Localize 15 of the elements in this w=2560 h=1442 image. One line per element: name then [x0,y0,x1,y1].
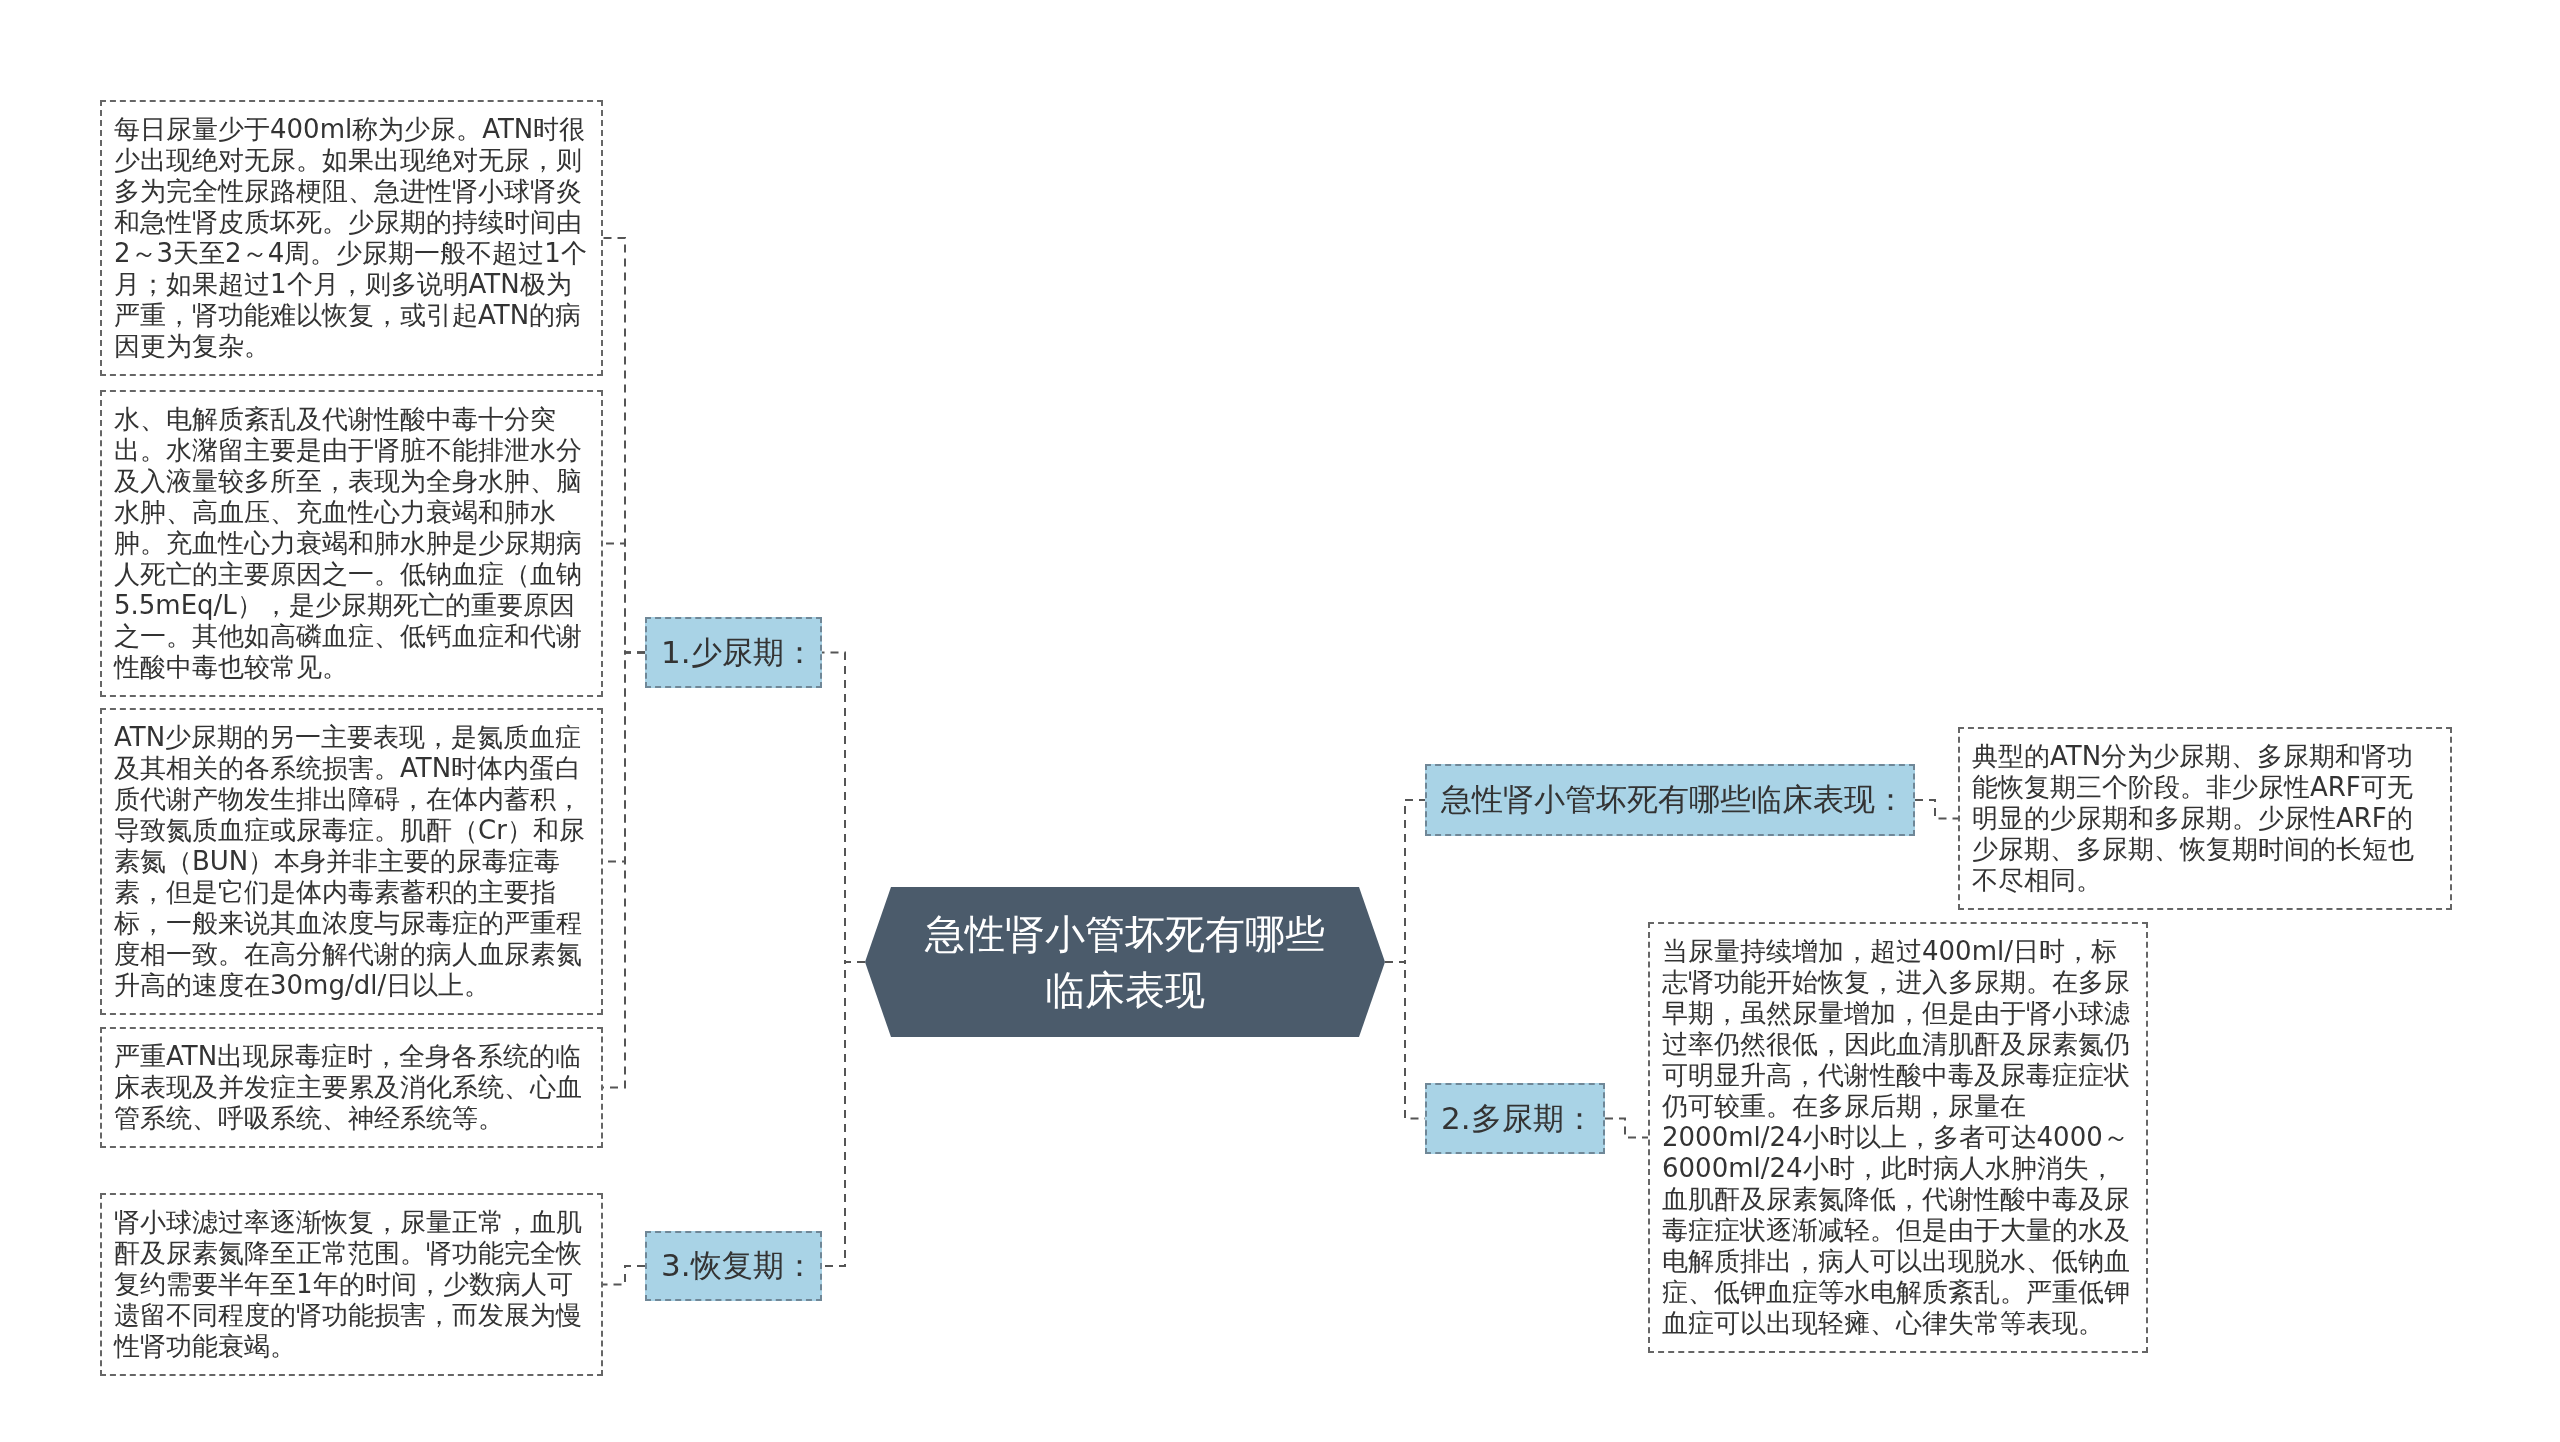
note-box: 每日尿量少于400ml称为少尿。ATN时很少出现绝对无尿。如果出现绝对无尿，则多为完全性尿路梗阻、急进性肾小球肾炎和急性肾皮质坏死。少尿期的持续时间由2～3天至2～4周。少尿期一般不超过1个月；如果超过1个月，则多说明ATN极为严重，肾功能难以恢复，或引起ATN的病因更为复杂。 [100,100,603,376]
connector-line [1604,1117,1649,1139]
topic-box: 急性肾小管坏死有哪些临床表现： [1425,764,1915,836]
connector-line [1914,799,1959,820]
note-box: 典型的ATN分为少尿期、多尿期和肾功能恢复期三个阶段。非少尿性ARF可无明显的少尿期和多尿期。少尿性ARF的少尿期、多尿期、恢复期时间的长短也不尽相同。 [1958,727,2452,910]
topic-box: 3.恢复期： [645,1231,822,1301]
note-box: 严重ATN出现尿毒症时，全身各系统的临床表现及并发症主要累及消化系统、心血管系统、呼吸系统、神经系统等。 [100,1027,603,1148]
note-box: 肾小球滤过率逐渐恢复，尿量正常，血肌酐及尿素氮降至正常范围。肾功能完全恢复约需要半年至1年的时间，少数病人可遗留不同程度的肾功能损害，而发展为慢性肾功能衰竭。 [100,1193,603,1376]
note-box: ATN少尿期的另一主要表现，是氮质血症及其相关的各系统损害。ATN时体内蛋白质代谢产物发生排出障碍，在体内蓄积，导致氮质血症或尿毒症。肌酐（Cr）和尿素氮（BUN）本身并非主要的尿毒症毒素，但是它们是体内毒素蓄积的主要指标，一般来说其血浓度与尿毒症的严重程度相一致。在高分解代谢的病人血尿素氮升高的速度在30mg/dl/日以上。 [100,708,603,1015]
note-box: 当尿量持续增加，超过400ml/日时，标志肾功能开始恢复，进入多尿期。在多尿早期，虽然尿量增加，但是由于肾小球滤过率仍然很低，因此血清肌酐及尿素氮仍可明显升高，代谢性酸中毒及尿毒症症状仍可较重。在多尿后期，尿量在2000ml/24小时以上，多者可达4000～6000ml/24小时，此时病人水肿消失，血肌酐及尿素氮降低，代谢性酸中毒及尿毒症症状逐渐减轻。但是由于大量的水及电解质排出，病人可以出现脱水、低钠血症、低钾血症等水电解质紊乱。严重低钾血症可以出现轻瘫、心律失常等表现。 [1648,922,2148,1353]
topic-box: 1.少尿期： [645,617,822,688]
connector-line [602,1265,646,1286]
topic-box: 2.多尿期： [1425,1083,1605,1154]
note-box: 水、电解质紊乱及代谢性酸中毒十分突出。水潴留主要是由于肾脏不能排泄水分及入液量较多所至，表现为全身水肿、脑水肿、高血压、充血性心力衰竭和肺水肿。充血性心力衰竭和肺水肿是少尿期病人死亡的主要原因之一。低钠血症（血钠5.5mEq/L），是少尿期死亡的重要原因之一。其他如高磷血症、低钙血症和代谢性酸中毒也较常见。 [100,390,603,697]
central-topic: 急性肾小管坏死有哪些临床表现 [865,887,1385,1037]
